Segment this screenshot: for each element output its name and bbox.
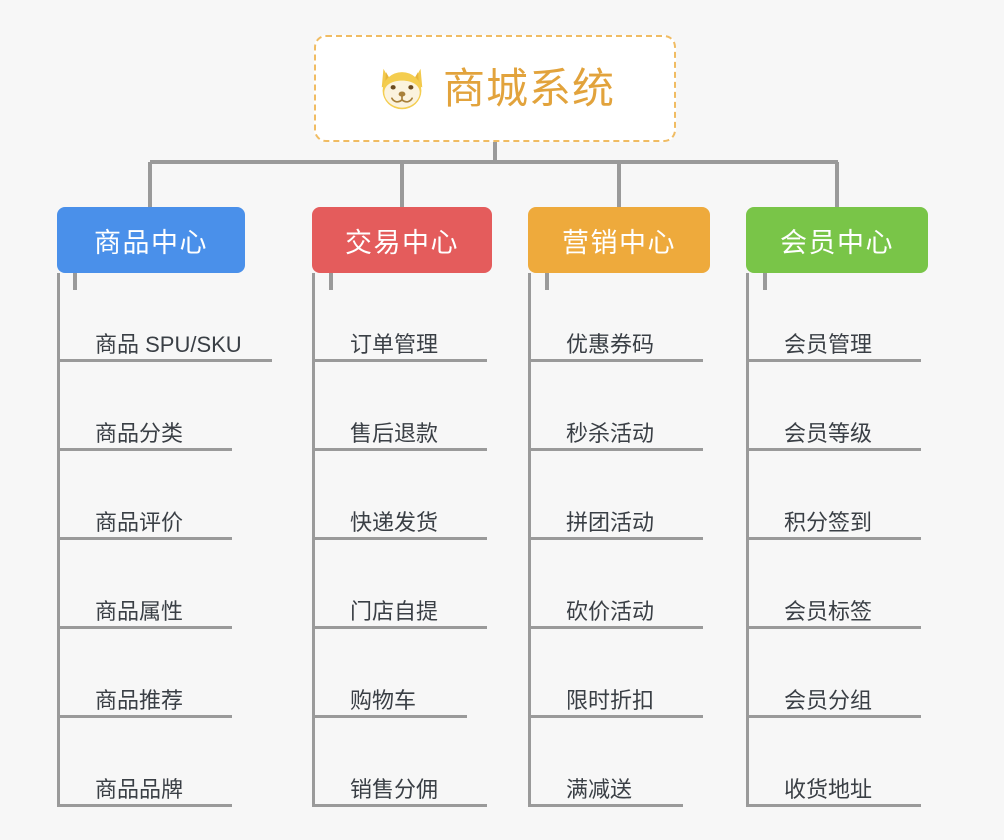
leaf-label: 秒杀活动 (566, 420, 655, 446)
leaf-item[interactable]: 优惠券码 (528, 273, 710, 362)
branch-column-4: 会员中心 会员管理 会员等级 积分签到 会员标签 会员分组 收货地址 (746, 207, 928, 807)
leaf-item[interactable]: 秒杀活动 (528, 362, 710, 451)
leaf-item[interactable]: 商品品牌 (57, 718, 245, 807)
branch-column-2: 交易中心 订单管理 售后退款 快递发货 门店自提 购物车 销售分佣 (312, 207, 492, 807)
branch-header-3[interactable]: 营销中心 (528, 207, 710, 273)
leaf-label: 会员等级 (784, 420, 873, 446)
leaf-item[interactable]: 商品 SPU/SKU (57, 273, 272, 362)
leaf-item[interactable]: 订单管理 (312, 273, 492, 362)
leaf-item[interactable]: 积分签到 (746, 451, 928, 540)
leaf-label: 积分签到 (784, 509, 873, 535)
leaf-label: 会员标签 (784, 598, 873, 624)
leaf-label: 门店自提 (350, 598, 439, 624)
leaf-label: 售后退款 (350, 420, 439, 446)
leaf-label: 限时折扣 (566, 687, 655, 713)
leaf-list-2: 订单管理 售后退款 快递发货 门店自提 购物车 销售分佣 (312, 273, 492, 807)
leaf-label: 商品属性 (95, 598, 184, 624)
leaf-label: 优惠券码 (566, 331, 655, 357)
leaf-label: 商品评价 (95, 509, 184, 535)
leaf-item[interactable]: 会员管理 (746, 273, 928, 362)
leaf-item[interactable]: 快递发货 (312, 451, 492, 540)
leaf-item[interactable]: 拼团活动 (528, 451, 710, 540)
leaf-label: 满减送 (566, 776, 633, 802)
leaf-item[interactable]: 商品分类 (57, 362, 245, 451)
leaf-item[interactable]: 商品推荐 (57, 629, 245, 718)
leaf-item[interactable]: 满减送 (528, 718, 710, 807)
leaf-list-3: 优惠券码 秒杀活动 拼团活动 砍价活动 限时折扣 满减送 (528, 273, 710, 807)
leaf-item[interactable]: 购物车 (312, 629, 492, 718)
leaf-item[interactable]: 收货地址 (746, 718, 928, 807)
leaf-item[interactable]: 售后退款 (312, 362, 492, 451)
leaf-item[interactable]: 门店自提 (312, 540, 492, 629)
leaf-label: 会员分组 (784, 687, 873, 713)
leaf-label: 商品 SPU/SKU (95, 331, 242, 357)
leaf-list-1: 商品 SPU/SKU 商品分类 商品评价 商品属性 商品推荐 商品品牌 (57, 273, 272, 807)
leaf-item[interactable]: 商品属性 (57, 540, 245, 629)
leaf-label: 拼团活动 (566, 509, 655, 535)
leaf-item[interactable]: 会员等级 (746, 362, 928, 451)
leaf-label: 商品品牌 (95, 776, 184, 802)
leaf-item[interactable]: 砍价活动 (528, 540, 710, 629)
root-title: 商城系统 (442, 64, 615, 112)
leaf-label: 订单管理 (350, 331, 439, 357)
branch-column-1: 商品中心 商品 SPU/SKU 商品分类 商品评价 商品属性 商品推荐 商品品牌 (57, 207, 272, 807)
leaf-list-4: 会员管理 会员等级 积分签到 会员标签 会员分组 收货地址 (746, 273, 928, 807)
leaf-label: 商品分类 (95, 420, 184, 446)
leaf-item[interactable]: 销售分佣 (312, 718, 492, 807)
branch-header-1[interactable]: 商品中心 (57, 207, 245, 273)
branch-header-4[interactable]: 会员中心 (746, 207, 928, 273)
branch-column-3: 营销中心 优惠券码 秒杀活动 拼团活动 砍价活动 限时折扣 满减送 (528, 207, 710, 807)
leaf-label: 收货地址 (784, 776, 873, 802)
leaf-item[interactable]: 会员分组 (746, 629, 928, 718)
shiba-dog-face-icon (381, 68, 423, 109)
root-node[interactable]: 商城系统 (314, 35, 676, 142)
leaf-item[interactable]: 商品评价 (57, 451, 245, 540)
leaf-label: 会员管理 (784, 331, 873, 357)
leaf-label: 商品推荐 (95, 687, 184, 713)
leaf-item[interactable]: 限时折扣 (528, 629, 710, 718)
leaf-label: 砍价活动 (566, 598, 655, 624)
branch-header-2[interactable]: 交易中心 (312, 207, 492, 273)
leaf-label: 购物车 (350, 687, 417, 713)
leaf-label: 销售分佣 (350, 776, 439, 802)
leaf-label: 快递发货 (350, 509, 439, 535)
leaf-item[interactable]: 会员标签 (746, 540, 928, 629)
